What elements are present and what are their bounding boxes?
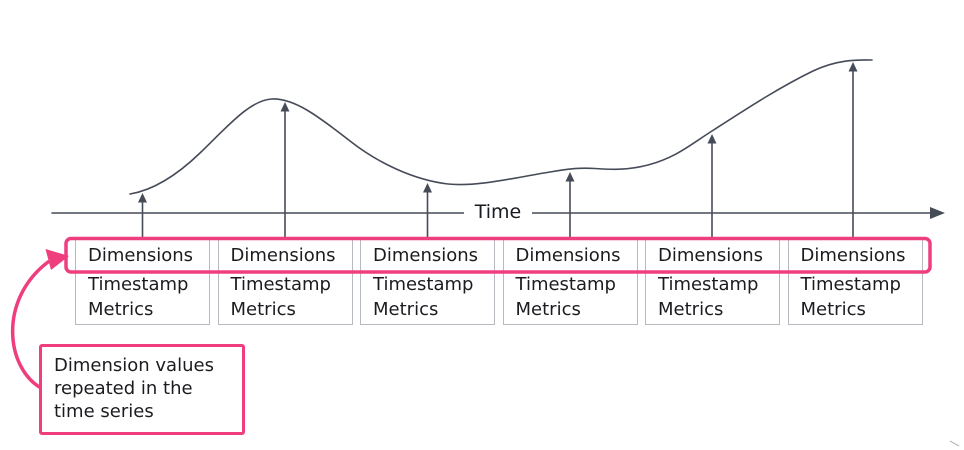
record-timestamp-cell: Timestamp (800, 274, 901, 295)
record-metrics-cell: Metrics (658, 299, 724, 320)
record-box: Dimensions Timestamp Metrics (360, 237, 495, 325)
time-axis-arrowhead-icon (930, 207, 945, 219)
record-metrics-cell: Metrics (515, 299, 581, 320)
sample-arrow (707, 134, 717, 238)
record-dimensions-cell: Dimensions (658, 245, 764, 266)
record-metrics-cell: Metrics (373, 299, 439, 320)
record-dimensions-cell: Dimensions (230, 245, 336, 266)
record-timestamp-cell: Timestamp (88, 274, 189, 295)
record-box: Dimensions Timestamp Metrics (645, 237, 780, 325)
sample-arrow (848, 62, 858, 238)
record-box: Dimensions Timestamp Metrics (75, 237, 210, 325)
record-dimensions-cell: Dimensions (88, 245, 194, 266)
record-timestamp-cell: Timestamp (515, 274, 616, 295)
callout-arrowhead-icon (45, 249, 69, 270)
record-box: Dimensions Timestamp Metrics (217, 237, 353, 325)
record-box: Dimensions Timestamp Metrics (787, 237, 923, 325)
sample-arrow (138, 193, 147, 238)
record-box: Dimensions Timestamp Metrics (502, 237, 638, 325)
stray-mark (949, 440, 960, 447)
record-dimensions-cell: Dimensions (515, 245, 621, 266)
record-metrics-cell: Metrics (800, 299, 866, 320)
time-axis-label: Time (464, 200, 532, 224)
record-timestamp-cell: Timestamp (230, 274, 331, 295)
record-dimensions-cell: Dimensions (373, 245, 479, 266)
record-metrics-cell: Metrics (88, 299, 154, 320)
record-timestamp-cell: Timestamp (658, 274, 759, 295)
record-metrics-cell: Metrics (230, 299, 296, 320)
sample-arrow (565, 172, 575, 238)
sample-arrow (423, 183, 432, 238)
timeseries-curve (129, 59, 873, 195)
record-timestamp-cell: Timestamp (373, 274, 474, 295)
record-dimensions-cell: Dimensions (800, 245, 906, 266)
annotation-callout: Dimension values repeated in the time se… (39, 344, 245, 435)
sample-arrow (280, 102, 290, 238)
